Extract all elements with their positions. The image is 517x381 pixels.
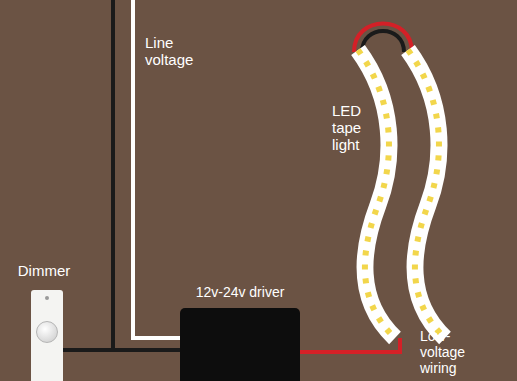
tape-strip-right: [408, 50, 445, 338]
tape-label: LED tape light: [332, 102, 372, 153]
led-tape-group: LED tape light: [320, 40, 460, 338]
driver-body: [180, 308, 300, 381]
switch-label: Dimmer: [8, 262, 80, 279]
dimmer-switch: Dimmer: [8, 262, 80, 381]
tape-strip-left: [358, 50, 395, 338]
switch-plate: [31, 290, 63, 381]
tape-leds: [358, 50, 395, 338]
wire-label: Low-voltage wiring: [420, 328, 486, 376]
wire-label: Line voltage: [145, 34, 217, 68]
line-wire: [111, 0, 115, 350]
tape-label-wrap: LED tape light: [332, 102, 372, 153]
jumper-wire-black: [362, 31, 404, 52]
dimmer-knob: [36, 321, 58, 343]
driver-label: 12v-24v driver: [176, 284, 304, 301]
wire-label: Line voltage: [145, 34, 217, 68]
wire-connector: [300, 338, 400, 352]
wire-label: Low-voltage wiring: [420, 328, 486, 376]
wire-connector: [56, 348, 180, 352]
tape-body: [358, 50, 395, 338]
screw: [45, 296, 49, 300]
driver-box: 12v-24v driver: [176, 284, 304, 381]
tape-body: [408, 50, 445, 338]
tape-leds: [408, 50, 445, 338]
